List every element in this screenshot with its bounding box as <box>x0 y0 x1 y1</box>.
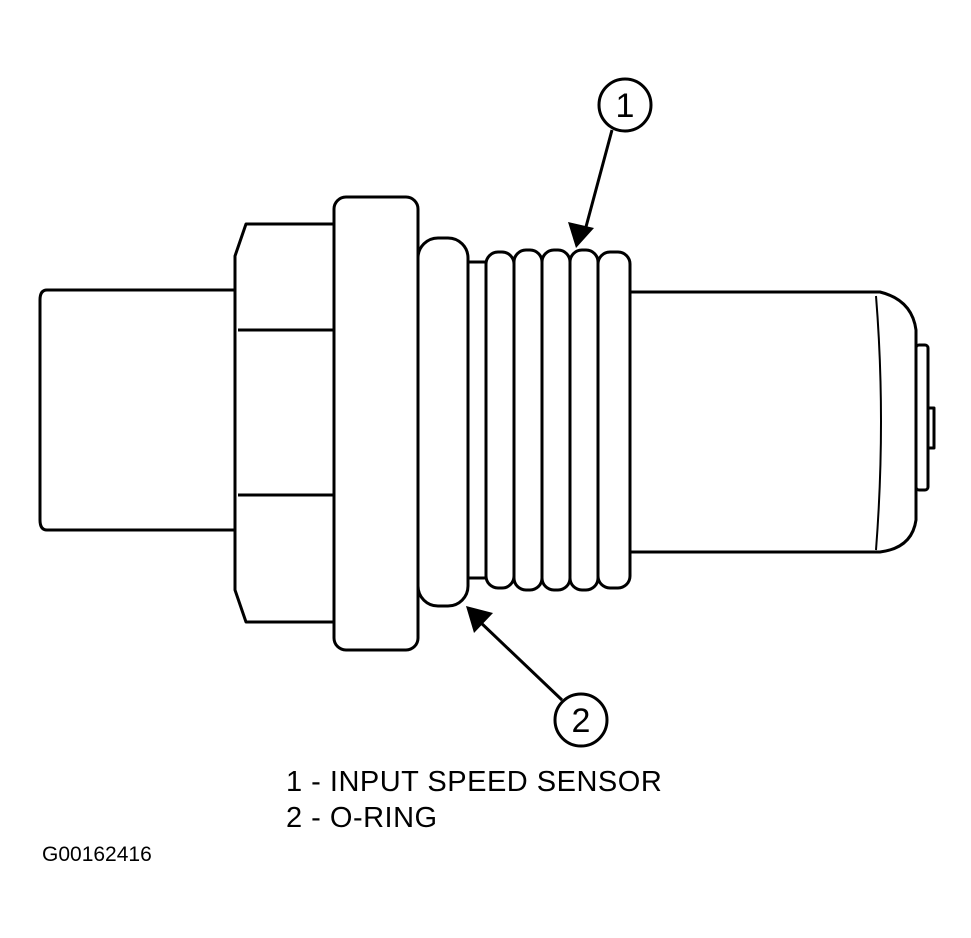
callout-2-number: 2 <box>572 702 591 740</box>
figure-id: G00162416 <box>42 843 152 866</box>
legend-item-1: 1 - INPUT SPEED SENSOR <box>286 766 663 798</box>
sensor-barrel <box>628 290 918 554</box>
connector-body <box>38 288 238 532</box>
sensor-tip <box>914 343 936 492</box>
mounting-flange <box>332 195 420 652</box>
legend-item-2: 2 - O-RING <box>286 802 438 834</box>
callout-1: 1 <box>568 77 653 248</box>
threaded-section <box>466 248 632 592</box>
o-ring <box>416 236 470 608</box>
callout-1-number: 1 <box>616 87 635 125</box>
hex-body <box>233 222 336 624</box>
callout-2: 2 <box>466 606 609 748</box>
